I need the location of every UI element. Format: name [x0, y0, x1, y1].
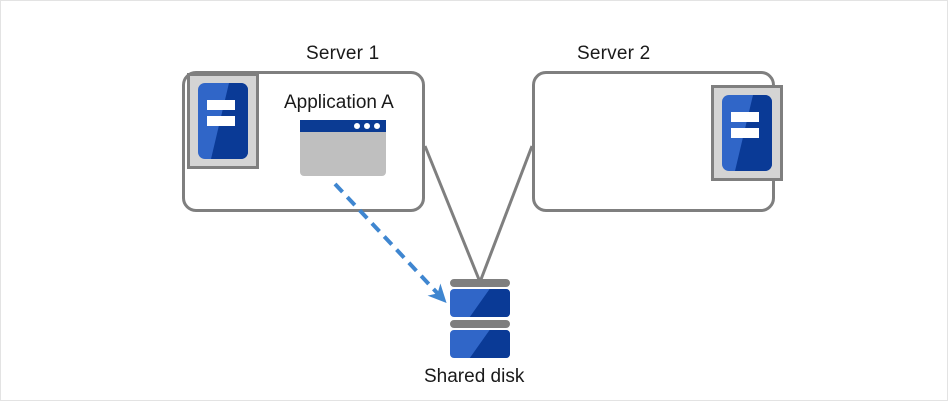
application-window-icon	[300, 120, 386, 176]
application-window-titlebar	[300, 120, 386, 132]
application-a-label: Application A	[284, 92, 394, 113]
disk-plate	[450, 320, 510, 328]
server-slot-bar	[207, 99, 235, 110]
server-icon	[187, 73, 259, 169]
window-dot-icon	[354, 123, 360, 129]
edge-server1-to-disk	[423, 145, 482, 283]
edge-application-a-to-disk	[333, 182, 447, 304]
application-window-body	[300, 132, 386, 176]
disk-plate	[450, 279, 510, 287]
window-dot-icon	[364, 123, 370, 129]
server-slot-bar	[207, 116, 235, 127]
server-chassis	[722, 95, 772, 171]
server2-caption: Server 2	[577, 43, 651, 64]
server-icon	[711, 85, 783, 181]
server-slot-bar	[731, 128, 759, 139]
window-dot-icon	[374, 123, 380, 129]
server-chassis	[198, 83, 248, 159]
disk-platter	[450, 330, 510, 358]
disk-stack-icon	[450, 279, 510, 359]
server-slot-bar	[731, 111, 759, 122]
server1-caption: Server 1	[306, 43, 380, 64]
edge-server2-to-disk	[478, 145, 534, 283]
shared-disk-label: Shared disk	[424, 366, 525, 387]
disk-platter	[450, 289, 510, 317]
